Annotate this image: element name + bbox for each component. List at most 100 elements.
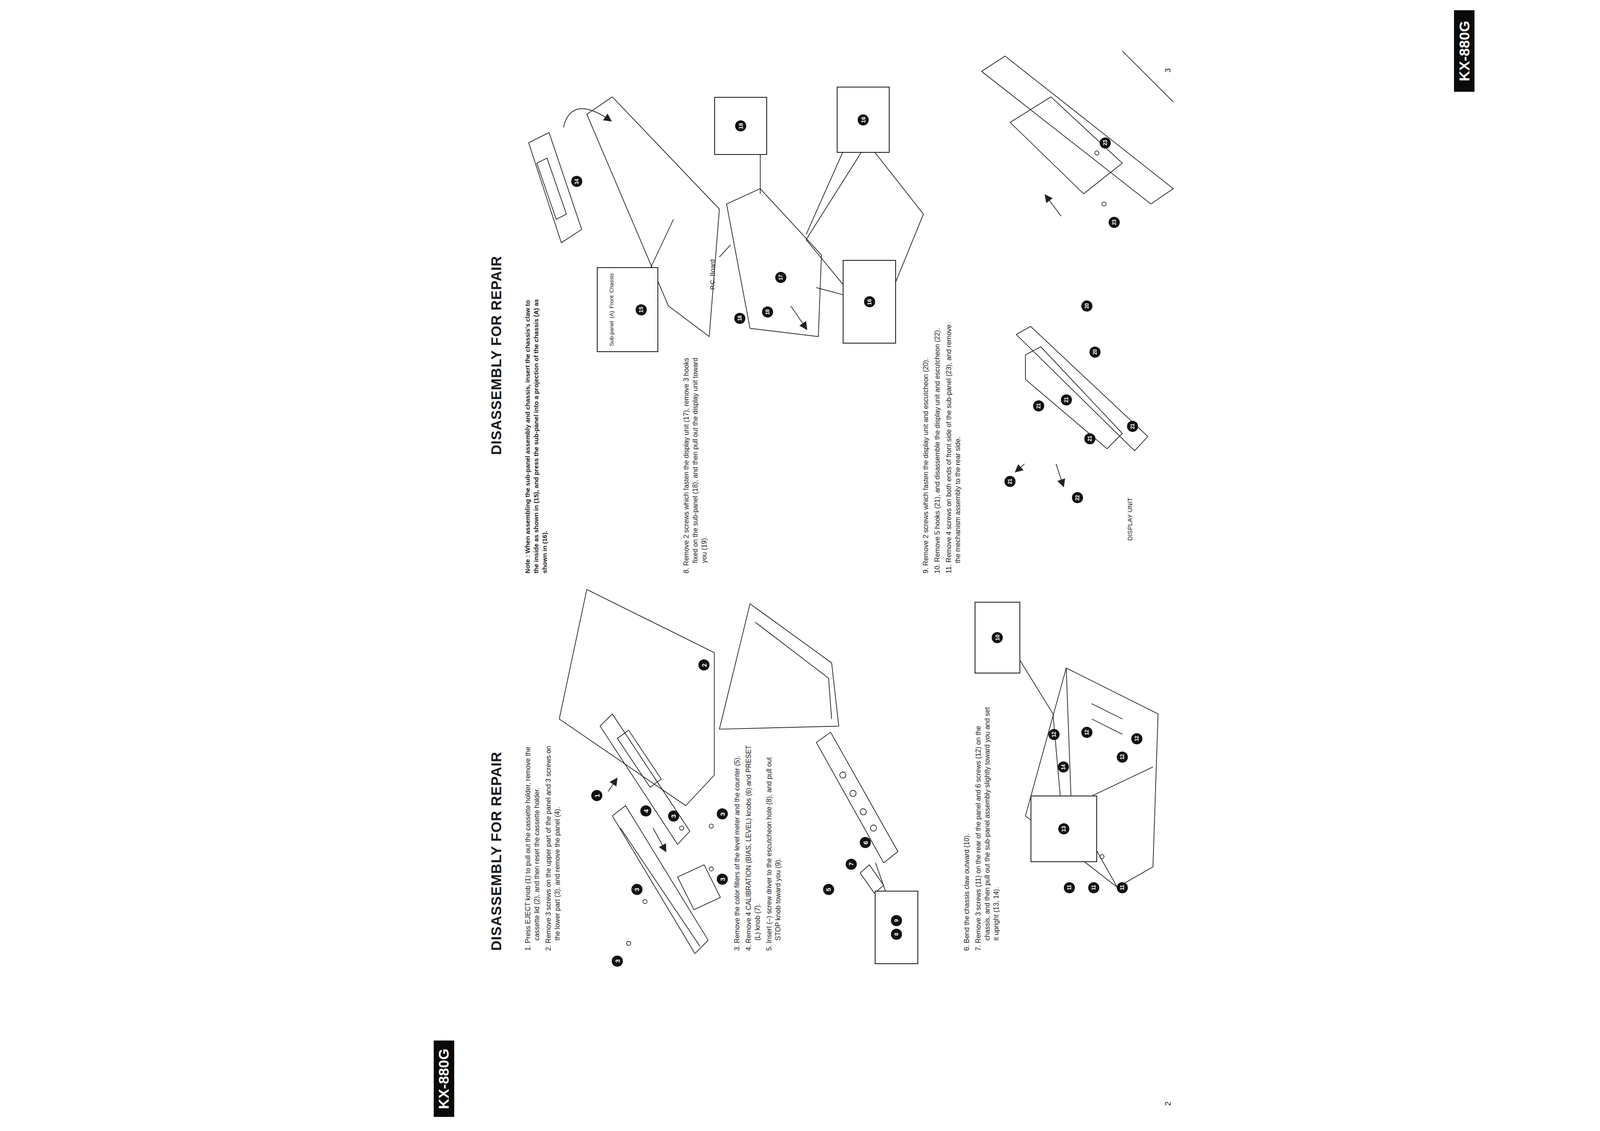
step-text: 6. Bend the chassis claw outward (10).: [962, 703, 972, 952]
callout-number: 11: [1063, 882, 1075, 894]
text-column: 3. Remove the color filters of the level…: [732, 739, 786, 952]
callout-number: 2: [698, 659, 710, 672]
callout-number: 18: [734, 312, 746, 325]
curved-arrow: [563, 108, 611, 128]
body-edge: [755, 622, 832, 720]
callout-number: 12: [1081, 727, 1093, 739]
slot: [1091, 703, 1123, 720]
text-column: 6. Bend the chassis claw outward (10).7.…: [962, 703, 1004, 952]
callout-number: 12: [1131, 733, 1143, 745]
step-text: 2. Remove 3 screws on the upper part of …: [543, 739, 562, 952]
unit-body: [719, 604, 839, 730]
callout-number: 19: [762, 306, 774, 318]
callout-number: 7: [845, 858, 857, 871]
stop-knob: [860, 864, 884, 894]
callout-number: 5: [823, 884, 835, 896]
text-column: 8. Remove 2 screws which fasten the disp…: [681, 352, 712, 574]
text-column: 2: [1163, 1101, 1173, 1107]
callout-number: 14: [571, 176, 583, 188]
screw: [679, 826, 684, 831]
callout-number: 21: [1004, 475, 1016, 488]
cassette-window: [536, 157, 567, 219]
callout-number: 1: [591, 790, 603, 802]
model-name: KX-880G: [1456, 20, 1473, 82]
motion-arrow: [1056, 464, 1064, 486]
assembly-note: Note : When assembling the sub-panel ass…: [523, 290, 549, 574]
step-text: 10. Remove 5 hooks (21), and disassemble…: [932, 321, 942, 574]
text-column: 3: [1163, 68, 1173, 73]
unit-body: [559, 589, 715, 806]
page-number: 2: [1163, 1101, 1173, 1107]
knob: [860, 808, 867, 815]
text-column: 1. Press EJECT knob (1) to pull out the …: [523, 739, 565, 952]
step-text: 8. Remove 2 screws which fasten the disp…: [681, 352, 709, 574]
model-badge: KX-880G: [1454, 10, 1475, 92]
text-column: 9. Remove 2 screws which fasten the disp…: [921, 321, 965, 574]
callout-number: 21: [1084, 433, 1096, 445]
callout-number: 6: [859, 837, 871, 849]
mechanism-block: [1010, 96, 1123, 194]
detail-inset: 16: [836, 86, 890, 153]
slot: [1091, 719, 1123, 735]
chassis-edge: [1122, 50, 1174, 102]
motion-arrow: [608, 779, 617, 792]
chassis-figure: [1015, 652, 1159, 888]
leader-line: [719, 244, 731, 257]
screw: [709, 824, 714, 829]
cassette-lid: [677, 864, 721, 910]
motion-arrow: [1016, 464, 1025, 472]
leader-line: [816, 287, 847, 296]
screw: [1094, 151, 1100, 156]
part-label: (A): [608, 311, 616, 319]
detail-inset: Sub-panel(A)FrontChassis15: [596, 267, 658, 352]
step-text: 1. Press EJECT knob (1) to pull out the …: [523, 739, 542, 952]
mechanism-figure: [981, 50, 1174, 217]
callout-number: 22: [1071, 492, 1084, 504]
callout-number: 11: [1116, 882, 1128, 894]
text-column: P.C. Board: [708, 259, 717, 290]
page-number: 3: [1163, 68, 1173, 73]
callout-number: 11: [1088, 882, 1100, 894]
part-label: Front: [608, 295, 616, 309]
callout-number: 21: [1127, 420, 1139, 433]
callout-number: 20: [1081, 300, 1093, 312]
knob: [849, 790, 856, 797]
callout-number: 16: [857, 114, 869, 126]
front-face: [816, 732, 898, 864]
text-column: Note : When assembling the sub-panel ass…: [523, 290, 549, 574]
screw: [1101, 201, 1107, 207]
callout-number: 20: [1089, 346, 1101, 358]
screw: [1100, 854, 1105, 859]
page-title: DISASSEMBLY FOR REPAIR: [487, 751, 506, 952]
leader-line: [1053, 714, 1062, 806]
text-column: DISASSEMBLY FOR REPAIR: [487, 255, 506, 456]
cassette-window: [617, 730, 662, 788]
callout-number: 21: [1060, 394, 1072, 406]
callout-number: 13: [1058, 823, 1070, 835]
callout-number: 3: [611, 955, 623, 967]
motion-arrow: [653, 828, 666, 851]
callout-number: 14: [1057, 762, 1069, 774]
callout-number: 3: [716, 873, 728, 885]
callout-number: 10: [991, 632, 1003, 644]
leader-line: [648, 219, 674, 274]
panel-edge: [620, 828, 700, 947]
detail-inset: 18: [714, 96, 768, 155]
leader-line: [1015, 652, 1053, 714]
callout-number: 8: [890, 928, 903, 941]
callout-number: 18: [735, 120, 747, 132]
text-column: DISASSEMBLY FOR REPAIR: [487, 751, 506, 952]
front-panel-figure: [559, 589, 721, 954]
knob: [839, 772, 846, 779]
callout-number: 3: [716, 808, 728, 821]
part-label: Chassis: [608, 273, 616, 293]
callout-number: 9: [890, 915, 903, 927]
step-text: 7. Remove 3 screws (11) on the rear of t…: [973, 703, 1001, 952]
knob: [870, 825, 877, 832]
callout-number: 23: [1108, 216, 1120, 228]
callout-number: 23: [1099, 137, 1111, 149]
page-title: DISASSEMBLY FOR REPAIR: [487, 255, 506, 456]
step-text: 11. Remove 4 screws on both ends of fron…: [944, 321, 963, 574]
